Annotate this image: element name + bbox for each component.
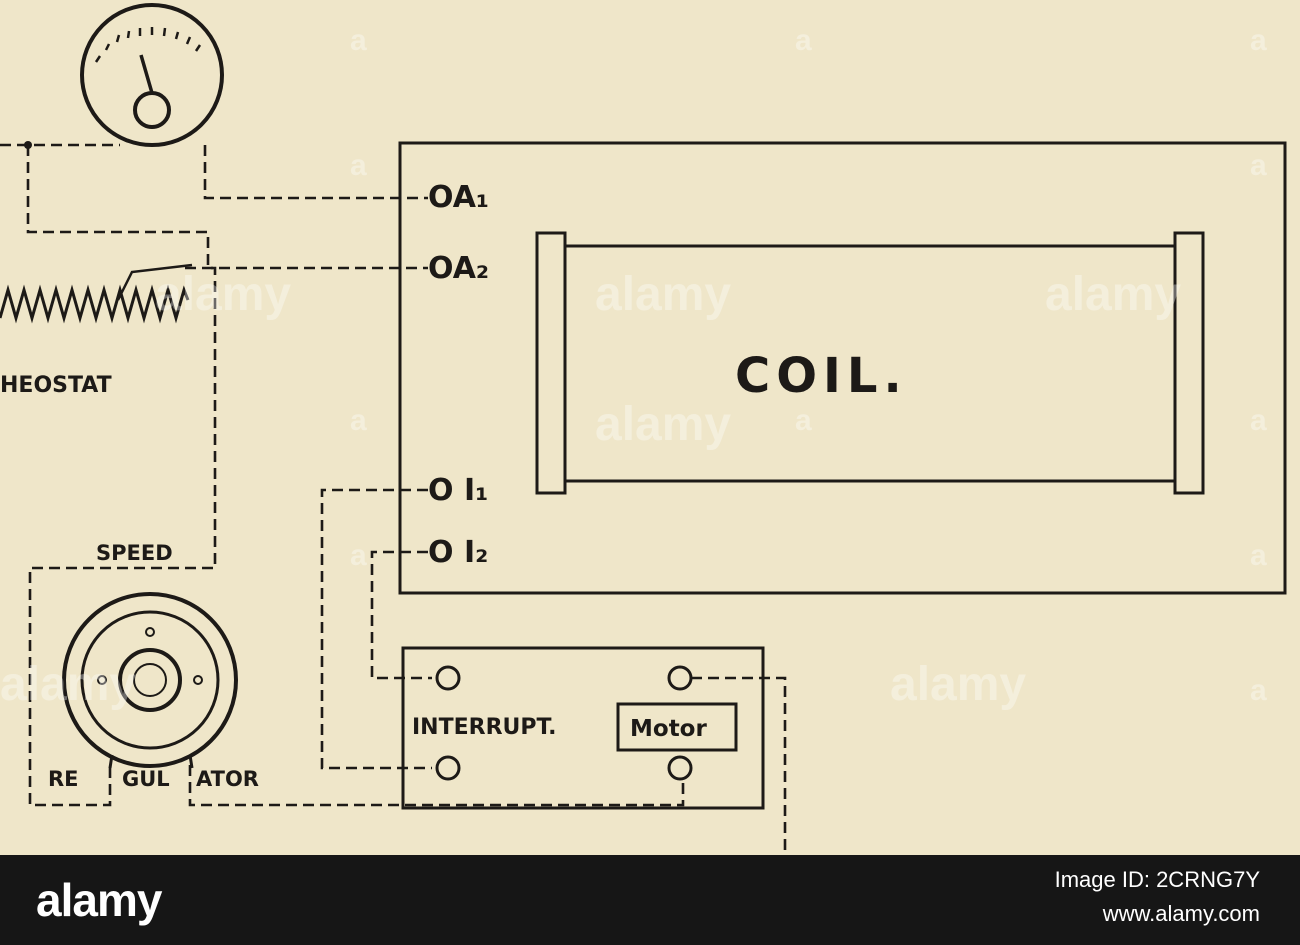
svg-text:alamy: alamy [595,398,731,451]
motor-box [616,702,738,752]
regulator-label-part-2: GUL [122,767,170,791]
svg-text:a: a [1250,24,1267,57]
alamy-logo: alamy [36,874,162,926]
svg-text:a: a [350,539,367,572]
coil-box [398,141,1287,595]
terminal-i1: O I₁ [428,473,488,508]
motor-label: Motor [630,716,707,742]
interrupter-label: INTERRUPT. [412,715,557,740]
svg-text:a: a [1250,149,1267,182]
rheostat-icon [0,284,190,324]
image-id-text: Image ID: 2CRNG7Y [1054,867,1260,892]
svg-text:a: a [795,24,812,57]
svg-text:a: a [1250,674,1267,707]
svg-text:a: a [1250,404,1267,437]
svg-text:a: a [350,404,367,437]
svg-text:a: a [350,149,367,182]
svg-text:alamy: alamy [1045,268,1181,321]
svg-text:a: a [350,24,367,57]
watermark-layer: a a a a a alamy alamy alamy a a a alamy … [0,24,1267,711]
site-url-text: www.alamy.com [1102,901,1260,926]
wiring-diagram: HEOSTAT SPEED RE GUL ATOR COIL. OA₁ OA₂ … [0,3,1287,855]
coil-left-flange [535,231,567,495]
regulator-label-part-3: ATOR [196,767,259,791]
speed-regulator-icon [62,592,238,769]
terminal-a2: OA₂ [428,251,489,286]
regulator-label-part-1: RE [48,767,79,791]
svg-text:alamy: alamy [890,658,1026,711]
speed-label: SPEED [96,541,173,565]
svg-text:alamy: alamy [595,268,731,321]
coil-right-flange [1173,231,1205,495]
svg-text:a: a [795,404,812,437]
stock-footer: alamy Image ID: 2CRNG7Y www.alamy.com [0,855,1300,945]
terminal-i2: O I₂ [428,535,488,570]
meter-icon [80,3,224,147]
rheostat-label: HEOSTAT [0,373,112,398]
svg-text:alamy: alamy [0,658,136,711]
svg-text:a: a [1250,539,1267,572]
coil-label: COIL. [735,348,908,404]
terminal-a1: OA₁ [428,180,489,215]
svg-text:alamy: alamy [155,268,291,321]
interrupter-box [401,646,765,810]
